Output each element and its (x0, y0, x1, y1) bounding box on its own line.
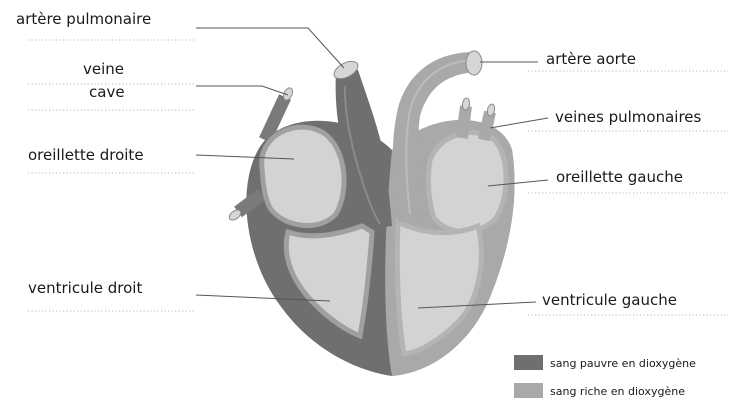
legend-swatch-rich (514, 383, 543, 398)
label-veine-cave-line1: veine (83, 60, 124, 78)
label-oreillette-gauche: oreillette gauche (556, 168, 683, 186)
legend-label-poor: sang pauvre en dioxygène (550, 357, 696, 370)
legend: sang pauvre en dioxygène sang riche en d… (514, 355, 696, 398)
label-veines-pulmonaires: veines pulmonaires (555, 108, 702, 126)
ventricule-gauche-chamber (397, 222, 481, 354)
label-artere-pulmonaire: artère pulmonaire (16, 10, 151, 28)
heart-illustration (227, 51, 514, 376)
artere-aorte-opening (466, 51, 482, 75)
oreillette-gauche-chamber (428, 133, 506, 232)
label-artere-aorte: artère aorte (546, 50, 636, 68)
label-ventricule-droit: ventricule droit (28, 279, 142, 297)
legend-label-rich: sang riche en dioxygène (550, 385, 685, 398)
oreillette-droite-chamber (262, 127, 344, 225)
label-ventricule-gauche: ventricule gauche (542, 291, 677, 309)
label-oreillette-droite: oreillette droite (28, 146, 144, 164)
legend-swatch-poor (514, 355, 543, 370)
label-veine-cave-line2: cave (89, 83, 125, 101)
